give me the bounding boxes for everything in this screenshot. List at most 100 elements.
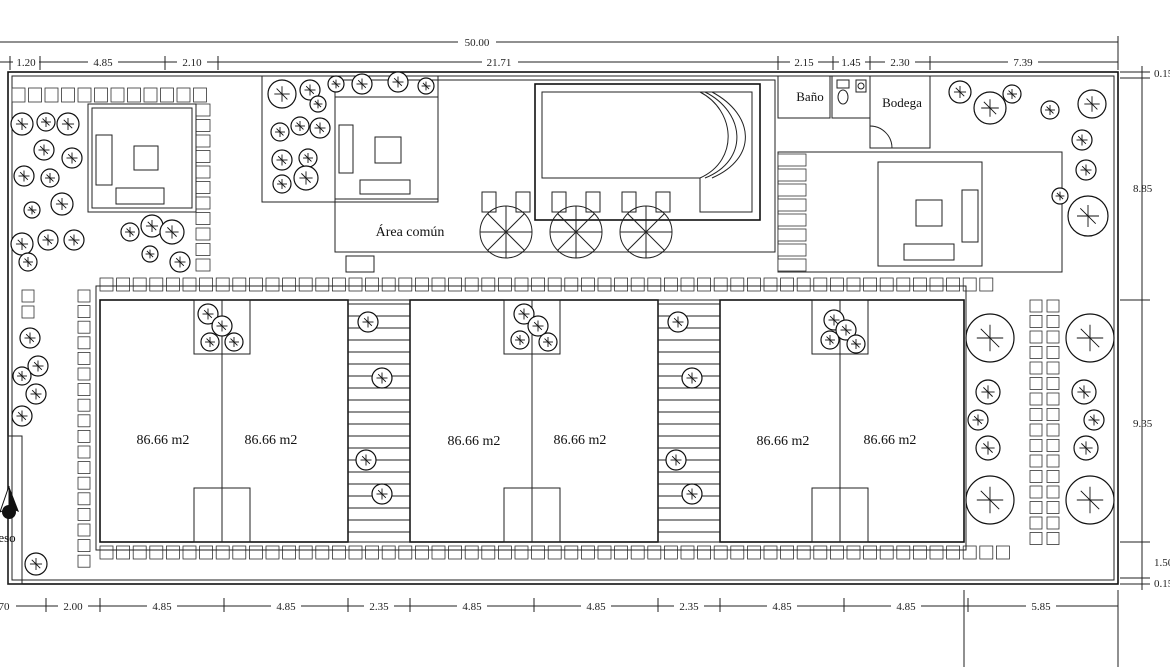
paver-tile [1029,470,1043,483]
tree-icon [513,303,535,325]
paver-tile [614,277,628,292]
dim-bottom-7: 4.85 [586,601,606,613]
paver-tile [199,277,214,292]
paver-tile [1046,501,1060,514]
paver-tile [77,539,91,552]
paver-tile [697,545,711,560]
tree-branch [332,80,340,88]
tree-icon [298,148,318,168]
paver-tile [1046,485,1060,499]
paver-tile [99,545,114,560]
tree-icon [12,366,32,386]
tree-icon [1077,89,1107,119]
paver-tile [232,545,247,560]
paver-tile [199,545,214,560]
tree-icon [1071,379,1097,405]
tree-icon [197,303,219,325]
paver-tile [77,398,91,412]
paver-tile [77,429,91,443]
paver-tile [1046,392,1060,406]
paver-tile [497,277,512,292]
lounge-top-center [261,75,439,203]
paver-tile [414,545,429,560]
tree-branch [46,174,54,182]
paver-tile [116,277,130,292]
patio [503,299,561,355]
paver-tile [77,414,91,428]
paver-tile [713,545,728,560]
tree-icon [973,91,1007,125]
tree-icon [681,483,703,505]
tree-branch [1089,415,1099,425]
paver-tile [195,181,211,194]
tree-branch [393,77,403,87]
paver-tile [647,277,662,292]
paver-tile [564,545,579,560]
tree-branch [357,79,367,89]
paver-tile [77,320,91,334]
tree-branch [519,309,529,319]
tree-icon [211,315,233,337]
umbrella-rib [575,231,595,251]
paver-tile [777,258,807,272]
sofa-icon [903,189,979,261]
tree-branch [955,87,965,97]
paver-tile [1046,346,1060,359]
tree-icon [1075,159,1097,181]
paver-tile [110,87,125,103]
tree-branch [31,559,41,569]
tree-icon [224,332,244,352]
paver-tile [1029,485,1043,499]
paver-tile [431,277,446,292]
tree-icon [681,367,703,389]
paver-tile [195,243,211,256]
paver-tile [680,277,695,292]
paver-tile [863,545,877,560]
paver-tile [365,545,380,560]
north-arrow-icon [0,485,19,519]
tree-branch [147,221,157,231]
paver-tile [195,196,211,210]
paver-tile [481,277,496,292]
paver-tile [298,545,313,560]
paver-tile [713,277,728,292]
paver-tile [195,165,211,179]
tree-icon [527,315,549,337]
umbrella-rib [487,231,507,251]
paver-tile [1029,392,1043,406]
paver-tile [747,277,761,292]
tree-branch [671,455,681,465]
paver-tile [398,277,413,292]
tree-icon [387,71,409,93]
unit-area-5: 86.66 m2 [757,434,810,449]
paver-tile [21,289,35,303]
paver-tile [962,277,977,292]
tree-icon [270,122,290,142]
tree-icon [272,174,292,194]
tree-icon [1065,475,1115,525]
paver-tile [497,545,512,560]
paver-tile [730,545,745,560]
tree-icon [371,367,393,389]
paver-tile [331,545,346,560]
tree-branch [25,333,35,343]
paver-tile [448,545,463,560]
paver-tile [597,545,612,560]
paver-tile [747,545,761,560]
paver-tile [547,277,562,292]
tree-branch [422,82,430,90]
tree-branch [315,123,325,133]
paver-tile [77,461,91,475]
tree-branch [980,490,1000,510]
paver-tile [913,277,927,292]
storage-label: Bodega [882,95,922,110]
unit-area-4: 86.66 m2 [554,433,607,448]
dim-top-total: 50.00 [465,37,490,49]
paver-tile [863,277,877,292]
tree-icon [120,222,140,242]
tree-icon [141,245,159,263]
lounge-right [777,151,1063,273]
tree-icon [40,168,60,188]
common-area: Área común [334,79,776,273]
